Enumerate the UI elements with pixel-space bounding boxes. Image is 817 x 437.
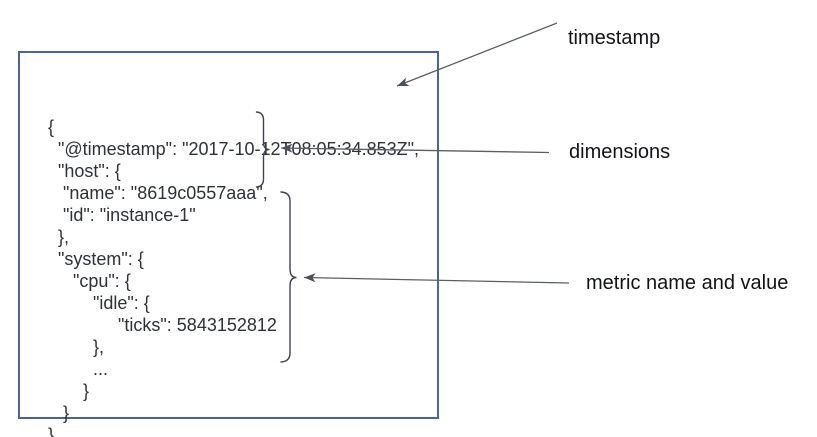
- dimensions-label: dimensions: [569, 141, 671, 163]
- json-code-line: "ticks": 5843152812: [48, 315, 277, 335]
- json-code-line: "name": "8619c0557aaa",: [48, 183, 268, 203]
- json-code-line: "idle": {: [48, 293, 150, 313]
- json-code-line: }: [48, 403, 70, 423]
- json-code-line: "id": "instance-1": [48, 205, 196, 225]
- json-code-line: {: [48, 117, 55, 137]
- json-code-line: "system": {: [48, 249, 144, 269]
- json-code: { "@timestamp": "2017-10-12T08:05:34.853…: [48, 116, 419, 437]
- json-code-line: "@timestamp": "2017-10-12T08:05:34.853Z"…: [48, 139, 420, 159]
- json-code-line: }: [48, 381, 90, 401]
- json-code-line: ...: [48, 359, 109, 379]
- json-code-line: },: [48, 227, 70, 247]
- json-document-box: { "@timestamp": "2017-10-12T08:05:34.853…: [18, 51, 439, 437]
- metric-name-and-value-label: metric name and value: [586, 272, 789, 294]
- json-code-line: "cpu": {: [48, 271, 131, 291]
- timestamp-label: timestamp: [568, 27, 661, 49]
- json-code-line: "host": {: [48, 161, 121, 181]
- json-code-line: }: [48, 425, 55, 437]
- json-code-line: },: [48, 337, 105, 357]
